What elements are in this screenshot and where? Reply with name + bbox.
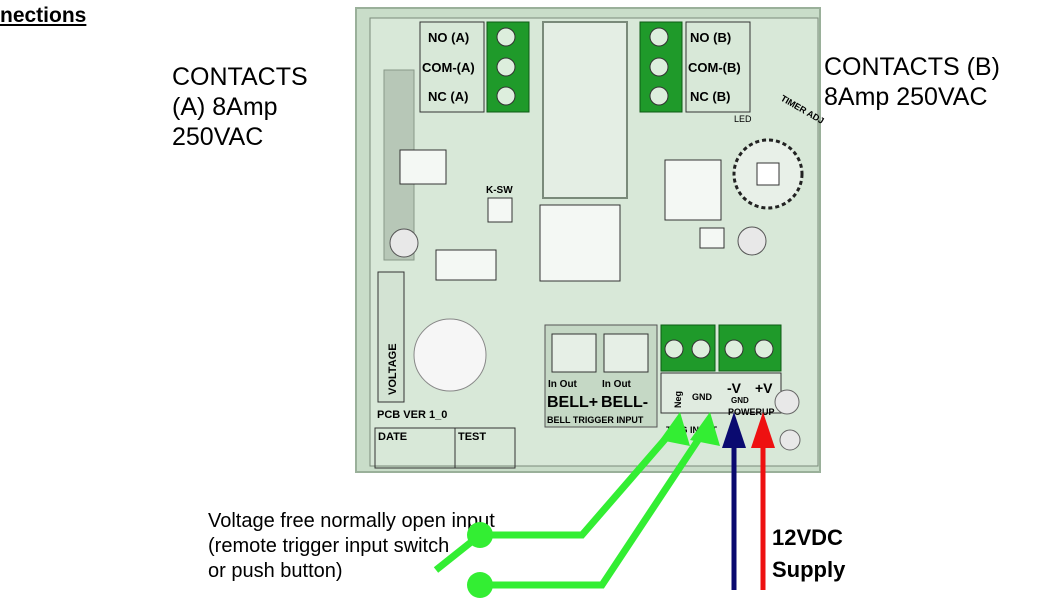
green-wire-upper [433,419,683,573]
input-note: Voltage free normally open input (remote… [208,510,495,582]
ic-chip [539,204,621,282]
blue-arrow [722,412,746,448]
green-wire-lower [480,420,713,589]
pcb-version-label: PCB VER 1_0 [377,409,447,421]
ksw-label: K-SW [486,185,513,196]
relay [542,21,628,199]
green-arrow-1 [660,412,690,446]
green-arrow-2 [690,412,720,446]
minus-v-label: -V [727,380,742,396]
com-a-label: COM-(A) [422,60,475,75]
switch-contact-lower [467,572,493,598]
date-label: DATE [378,431,407,443]
bell-minus-label: BELL- [601,394,648,411]
voltage-label: VOLTAGE [387,343,399,395]
trig-input-label: TRIG INPUT [666,425,718,435]
no-b-label: NO (B) [690,30,731,45]
plus-v-label: +V [755,380,773,396]
in-out-2: In Out [602,379,632,390]
gnd-label: GND [692,392,713,402]
heading: nections [0,4,87,27]
gnd-small-label: GND [731,396,749,405]
contacts-a-label: CONTACTS (A) 8Amp 250VAC [172,63,308,151]
power-up-label: POWERUP [728,407,775,417]
supply-label: 12VDC Supply [772,525,846,582]
com-b-label: COM-(B) [688,60,741,75]
test-label: TEST [458,431,486,443]
nc-a-label: NC (A) [428,89,468,104]
contacts-b-label: CONTACTS (B) 8Amp 250VAC [824,53,1000,111]
red-arrow [751,412,775,448]
bell-trigger-label: BELL TRIGGER INPUT [547,415,644,425]
bell-plus-label: BELL+ [547,394,598,411]
nc-b-label: NC (B) [690,89,730,104]
in-out-1: In Out [548,379,578,390]
buzzer [413,318,487,392]
no-a-label: NO (A) [428,30,469,45]
neg-label: Neg [673,391,683,408]
green-wires [433,419,713,589]
led-label: LED [734,114,752,124]
switch-contact-upper [467,522,493,548]
